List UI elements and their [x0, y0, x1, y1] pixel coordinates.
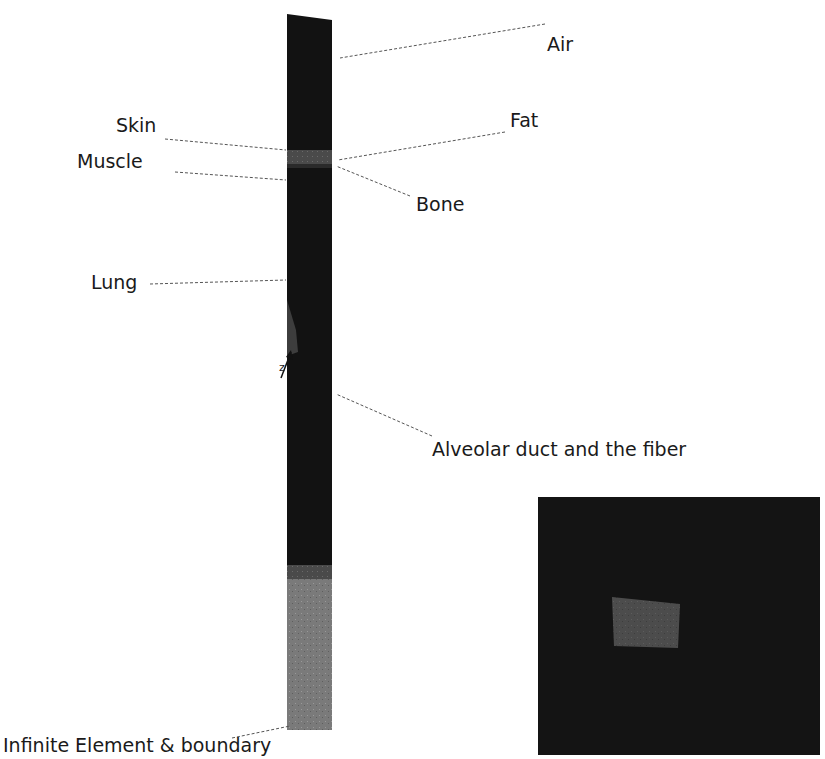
leader-line	[340, 24, 545, 58]
infinite-element-region	[287, 579, 332, 730]
leader-line	[175, 172, 286, 180]
part-label: Muscle	[77, 150, 143, 172]
leader-line	[338, 132, 505, 160]
leader-line	[336, 394, 432, 436]
boundary-band	[287, 565, 332, 579]
leader-line	[165, 139, 286, 150]
part-label: Air	[547, 33, 573, 55]
leader-line	[150, 280, 286, 284]
part-label: Lung	[91, 271, 137, 293]
axis-arrowhead	[286, 350, 293, 360]
part-label: Fat	[510, 109, 538, 131]
lung-region	[287, 300, 298, 356]
leader-lines	[150, 24, 545, 738]
part-label: Skin	[116, 114, 156, 136]
leader-line	[336, 166, 410, 196]
part-label: Alveolar duct and the fiber	[432, 438, 686, 460]
muscle-band	[287, 164, 332, 168]
tissue-column	[287, 14, 332, 730]
fat-band	[287, 150, 332, 164]
part-label: Infinite Element & boundary	[3, 734, 271, 756]
inset-view	[538, 497, 820, 755]
axis-label: z	[279, 362, 285, 374]
part-label: Bone	[416, 193, 464, 215]
inset-fiber	[612, 597, 680, 648]
